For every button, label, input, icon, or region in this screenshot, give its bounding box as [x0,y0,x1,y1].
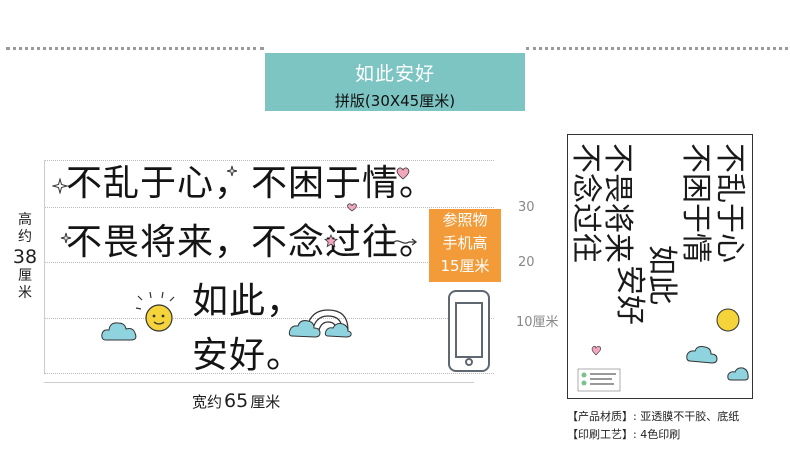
width-unit: 厘米 [250,393,281,411]
rainbow-icon [288,309,352,338]
product-size: 拼版(30X45厘米) [334,92,456,110]
dotted-divider-left [6,47,264,50]
scale-tick-10: 10厘米 [516,315,559,330]
sheet-layout: 不乱于心 不困于情 不畏将来 不念过往 如此 安好 [568,143,749,392]
height-unit: 厘米 [18,268,32,302]
guide-line-30 [44,207,494,208]
reference-box: 参照物 手机高 15厘米 [429,209,501,282]
width-measure-line [44,382,474,383]
reference-line-2: 手机高 [442,234,488,252]
cloud-icon [101,322,137,341]
sheet-column-1: 不乱于心 [712,143,747,263]
title-banner: 如此安好 拼版(30X45厘米) [265,53,525,111]
phrase-line-2: 不畏将来，不念过往。 [66,222,437,263]
height-prefix-1: 高 [18,212,32,228]
sparkle-icon [226,165,238,177]
reference-line-3: 15厘米 [440,257,490,275]
sheet-column-5: 如此 [644,245,679,305]
guide-line-10 [44,318,494,319]
sheet-column-4: 不念过往 [568,143,603,263]
sparkle-icon [60,232,72,244]
sticker-sheet-preview: 不乱于心 不困于情 不畏将来 不念过往 如此 安好 [567,134,753,399]
spec-printing: 【印刷工艺】: 4色印刷 [567,428,681,441]
guide-line-20 [44,262,494,263]
phrase-line-4: 安好。 [192,335,304,376]
width-prefix: 宽约 [192,393,223,411]
width-value: 65 [224,390,249,412]
star-icon [324,234,338,248]
scale-tick-30: 30 [518,200,535,215]
dotted-divider-right [526,47,788,50]
phone-screen [455,302,483,358]
sun-icon [135,291,175,332]
height-measure-line [44,160,45,373]
phone-icon [448,290,490,372]
product-title: 如此安好 [354,63,435,85]
sheet-column-3: 不畏将来 [600,143,635,263]
phrase-line-1: 不乱于心，不困于情。 [66,163,437,204]
guide-line-0 [44,373,494,374]
spec-material: 【产品材质】: 亚透膜不干胶、底纸 [567,410,740,423]
sheet-column-2: 不困于情 [678,143,713,263]
heart-icon [347,203,357,212]
reference-line-1: 参照物 [442,211,488,229]
arrow-icon [393,238,418,246]
height-value: 38 [12,245,38,268]
sheet-column-6: 安好 [612,265,647,325]
scale-tick-20: 20 [518,255,535,270]
phone-home-button [465,358,473,366]
guide-line-top [44,160,494,161]
heart-icon [396,167,410,180]
sparkle-icon [52,178,68,194]
height-prefix-2: 约 [18,228,32,245]
height-label: 高 约 38 厘米 [12,212,38,302]
phrase-line-3: 如此， [192,281,304,322]
